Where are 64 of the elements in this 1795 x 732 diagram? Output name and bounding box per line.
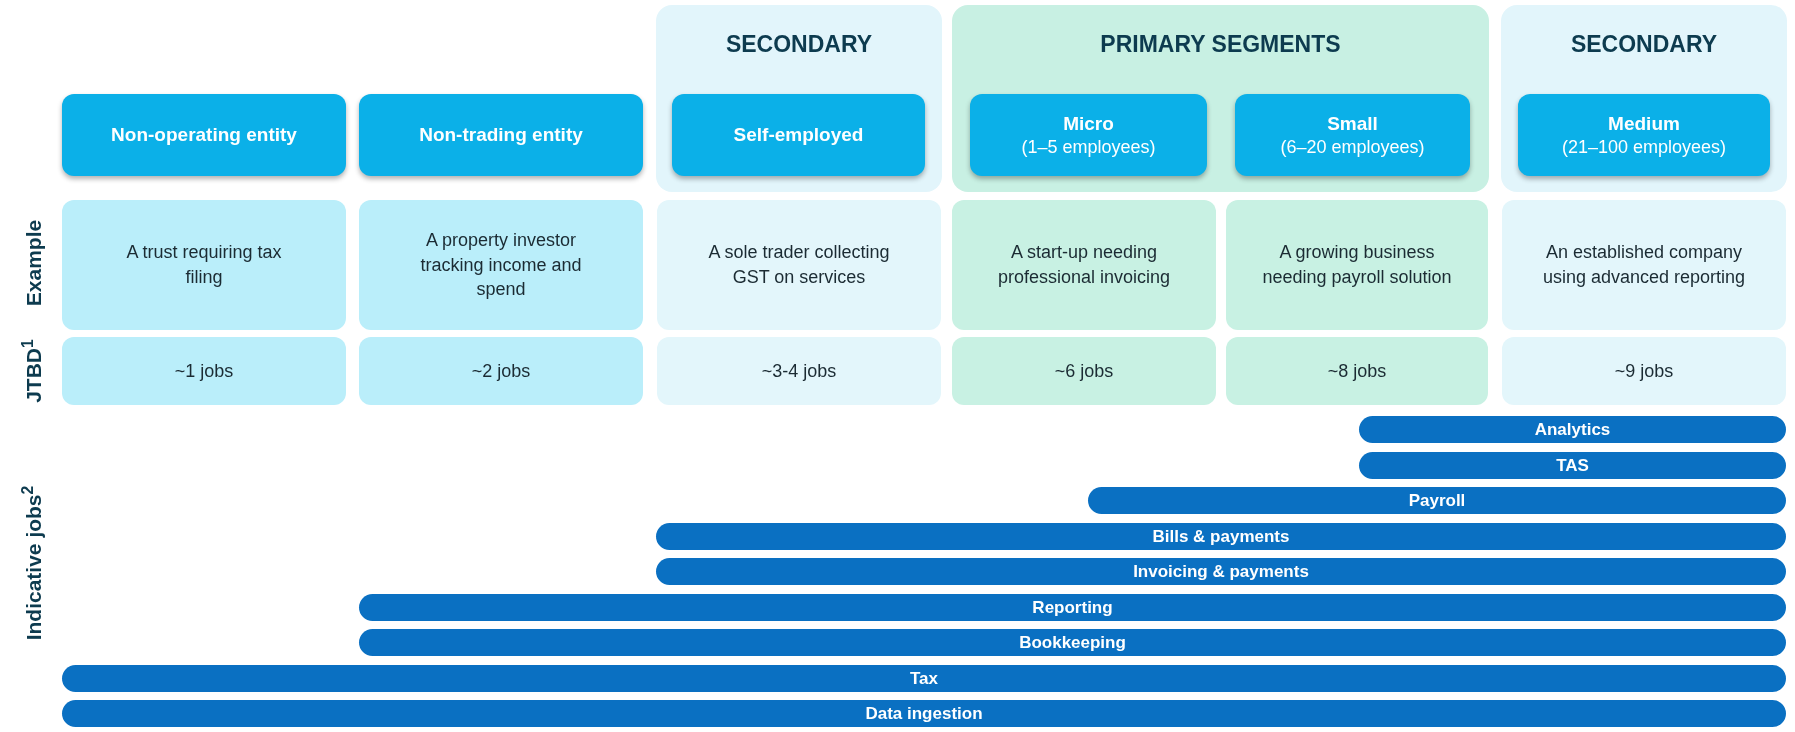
node-title: ~9 jobs: [1614, 359, 1674, 383]
node-title: PRIMARY SEGMENTS: [1099, 30, 1342, 59]
segment-panel: [656, 5, 942, 192]
info-cell: [1502, 337, 1786, 405]
node-title: ~6 jobs: [1054, 359, 1114, 383]
node-title: Invoicing & payments: [1133, 563, 1309, 580]
node-title: A sole trader collecting GST on services: [707, 241, 891, 289]
node-title: Analytics: [1534, 421, 1611, 438]
node-title: Payroll: [1408, 492, 1466, 509]
segment-panel: [1501, 5, 1787, 192]
node-title: Reporting: [1032, 598, 1113, 616]
node-title: Self-employed: [733, 123, 864, 147]
node-subtitle: (1–5 employees): [1021, 135, 1156, 159]
job-bar: [62, 700, 1786, 727]
node-title: A trust requiring tax filing: [125, 241, 283, 289]
node-title: ~2 jobs: [471, 359, 531, 383]
node-title: Non-operating entity: [111, 123, 297, 147]
node-title: Non-trading entity: [419, 123, 583, 147]
node-title: ~1 jobs: [174, 359, 234, 383]
info-cell: [1502, 200, 1786, 330]
node-subtitle: (21–100 employees): [1561, 135, 1727, 159]
segment-header: [359, 94, 643, 176]
segment-header: [970, 94, 1207, 176]
node-title: A growing business needing payroll solution: [1261, 241, 1453, 289]
node-title: A start-up needing professional invoicing: [996, 241, 1172, 289]
job-bar: [359, 593, 1786, 621]
node-title: Bills & payments: [1152, 527, 1290, 545]
info-cell: [62, 200, 346, 330]
segment-header: [672, 94, 925, 176]
node-title: SECONDARY: [1569, 30, 1719, 59]
node-title: An established company using advanced reporting: [1542, 241, 1746, 289]
segment-panel: [952, 5, 1489, 192]
node-title: TAS: [1556, 456, 1589, 474]
node-title: Medium: [1608, 111, 1680, 136]
node-title: Micro: [1063, 111, 1114, 136]
info-cell: [359, 337, 643, 405]
node-title: Tax: [909, 669, 938, 687]
segment-header: [1518, 94, 1770, 176]
node-title: Bookkeeping: [1019, 634, 1126, 651]
job-bar: [656, 522, 1786, 550]
job-bar: [1359, 451, 1786, 479]
job-bar: [359, 629, 1786, 656]
node-title: ~8 jobs: [1327, 359, 1387, 383]
job-bar: [1088, 487, 1786, 514]
job-bar: [62, 664, 1786, 692]
row-label: Example: [21, 219, 47, 307]
node-title: A property investor tracking income and spend: [419, 228, 583, 302]
info-cell: [359, 200, 643, 330]
job-bar: [656, 558, 1786, 585]
info-cell: [657, 200, 941, 330]
node-title: Data ingestion: [865, 705, 983, 722]
info-cell: [1226, 337, 1488, 405]
node-title: ~3-4 jobs: [761, 359, 837, 383]
node-title: Small: [1327, 111, 1378, 136]
info-cell: [1226, 200, 1488, 330]
segment-header: [62, 94, 346, 176]
info-cell: [62, 337, 346, 405]
info-cell: [952, 337, 1216, 405]
info-cell: [952, 200, 1216, 330]
segment-header: [1235, 94, 1470, 176]
job-bar: [1359, 416, 1786, 443]
node-title: SECONDARY: [724, 30, 874, 59]
node-subtitle: (6–20 employees): [1280, 135, 1425, 159]
info-cell: [657, 337, 941, 405]
